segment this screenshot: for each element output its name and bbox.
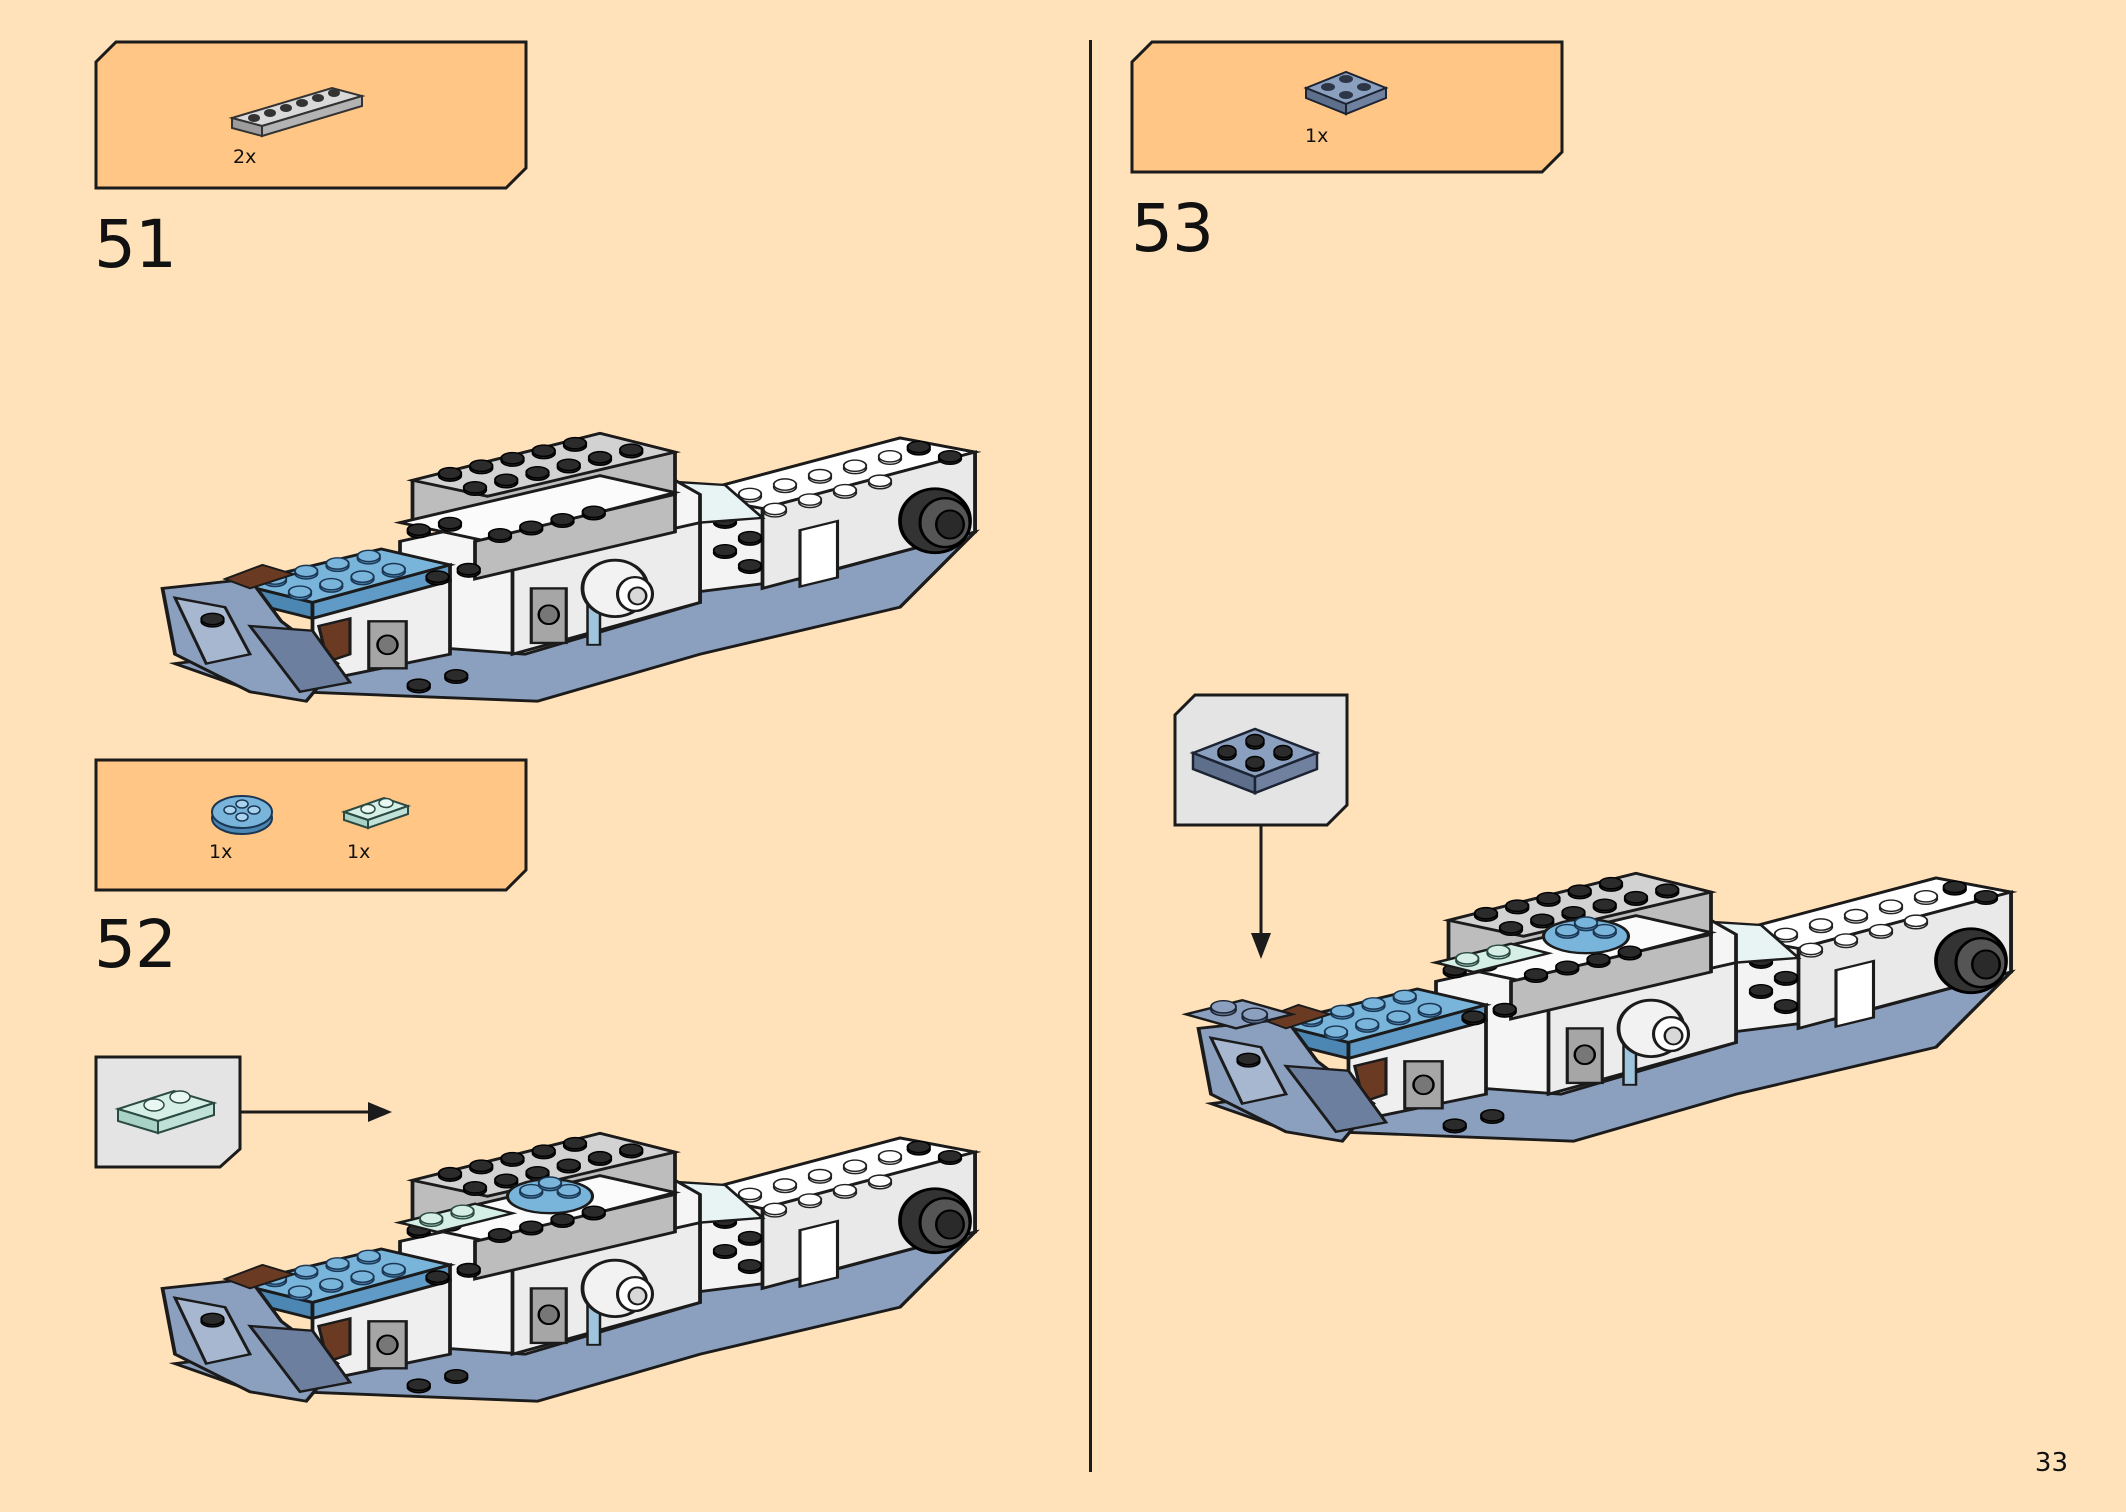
step-53-part-qty: 1x <box>1305 125 1329 147</box>
page-divider <box>1089 40 1092 1472</box>
step-53-callout <box>1130 40 1564 174</box>
step-52-part-1-qty: 1x <box>209 841 233 863</box>
step-52-callout <box>94 758 528 892</box>
step-53-inset <box>1173 693 1349 959</box>
step-51-callout <box>94 40 528 190</box>
step-52-inset <box>94 1055 392 1169</box>
step-52-part-2-qty: 1x <box>347 841 371 863</box>
step-51-model <box>100 250 1000 720</box>
step-51-number: 51 <box>94 206 177 283</box>
step-53-model <box>1181 690 2036 1160</box>
step-52-model <box>100 950 1000 1420</box>
step-53-number: 53 <box>1131 190 1214 267</box>
light-gray-plate-1x6-icon <box>228 86 366 138</box>
step-52-number: 52 <box>94 906 177 983</box>
medium-blue-round-plate-2x2-icon <box>211 795 273 835</box>
step-51-part-qty: 2x <box>233 146 257 168</box>
sand-blue-plate-2x2-icon <box>1303 70 1389 116</box>
light-aqua-plate-1x2-icon <box>340 796 412 830</box>
page-number: 33 <box>2034 1448 2068 1478</box>
